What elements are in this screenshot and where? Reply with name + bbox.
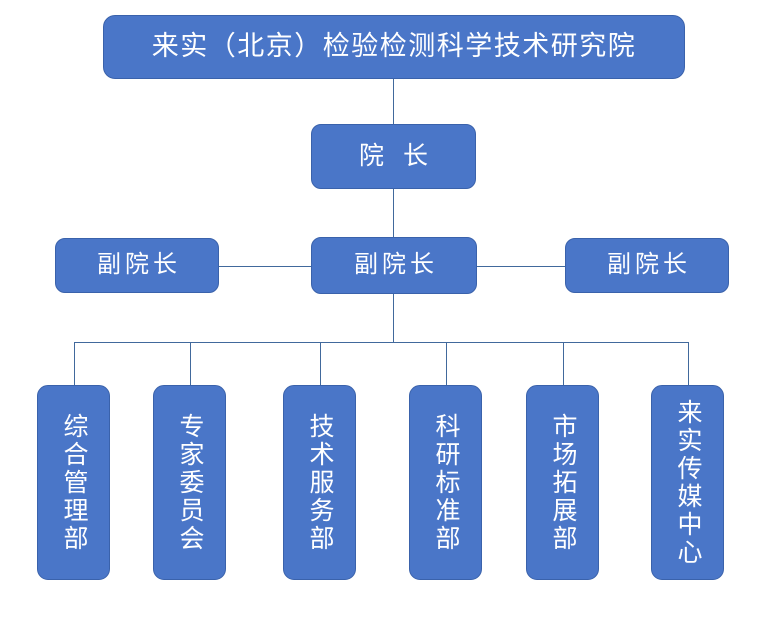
connector-bus-to-department-1 (74, 342, 75, 385)
department-bus-line (74, 342, 689, 343)
connector-bus-to-department-4 (446, 342, 447, 385)
department-label: 技术服务部 (306, 412, 334, 553)
org-node-director[interactable]: 院 长 (311, 124, 476, 189)
connector-bus-to-department-6 (688, 342, 689, 385)
connector-deputy-to-department-bus (393, 294, 394, 342)
org-node-deputy-director-right[interactable]: 副院长 (565, 238, 729, 293)
connector-root-to-director (393, 79, 394, 124)
org-node-department-expert-committee[interactable]: 专家委员会 (153, 385, 226, 580)
org-node-department-research-standards[interactable]: 科研标准部 (409, 385, 482, 580)
org-node-department-technical-service[interactable]: 技术服务部 (283, 385, 356, 580)
department-label: 专家委员会 (176, 412, 204, 553)
connector-deputy-center-to-left (219, 266, 311, 267)
department-label: 来实传媒中心 (674, 398, 702, 567)
department-label: 综合管理部 (60, 412, 88, 553)
connector-director-to-deputy-center (393, 189, 394, 237)
org-node-department-market-development[interactable]: 市场拓展部 (526, 385, 599, 580)
org-node-deputy-director-center[interactable]: 副院长 (311, 237, 477, 294)
connector-bus-to-department-3 (320, 342, 321, 385)
org-node-institute[interactable]: 来实（北京）检验检测科学技术研究院 (103, 15, 685, 79)
connector-bus-to-department-2 (190, 342, 191, 385)
connector-bus-to-department-5 (563, 342, 564, 385)
department-label: 科研标准部 (432, 412, 460, 553)
connector-deputy-center-to-right (477, 266, 565, 267)
org-node-department-laishi-media-center[interactable]: 来实传媒中心 (651, 385, 724, 580)
department-label: 市场拓展部 (549, 412, 577, 553)
org-node-deputy-director-left[interactable]: 副院长 (55, 238, 219, 293)
org-node-department-general-management[interactable]: 综合管理部 (37, 385, 110, 580)
